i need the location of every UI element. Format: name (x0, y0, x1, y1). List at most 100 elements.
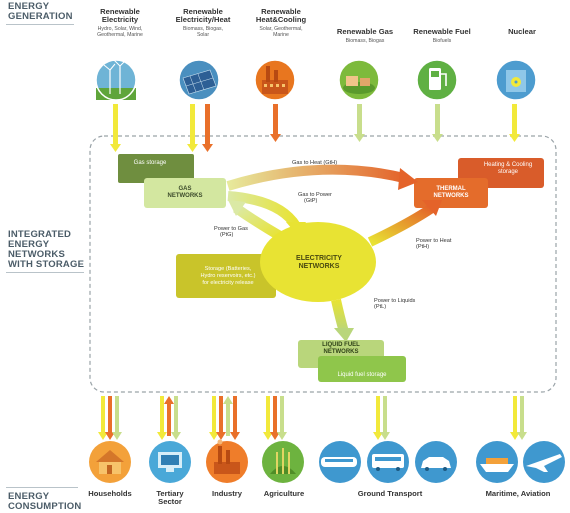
gen-subtitle: Biofuels (397, 38, 487, 44)
gen-title-nuclear: Nuclear (477, 27, 567, 36)
liquid-fuel-storage-label: Liquid fuel storage (337, 371, 387, 378)
divider (6, 272, 84, 273)
gas-storage-label: Gas storage (133, 159, 167, 166)
label-line: (PtH) (416, 244, 430, 251)
label-line: ELECTRICITY (296, 255, 342, 262)
arrow-green (357, 104, 362, 134)
gen-title-renewable-electricity: Renewable Electricity (75, 7, 165, 25)
arrowhead (422, 200, 442, 216)
gen-subtitle: Solar, Geothermal, Marine (236, 26, 326, 38)
label-line: GAS (178, 186, 192, 192)
flow-label-power-to-heat: Power to Heat (PtH) (416, 238, 451, 251)
gen-title-line: Renewable Gas (336, 27, 394, 36)
consumption-icons (89, 439, 565, 483)
section-label-line: WITH STORAGE (8, 259, 85, 270)
gen-title-line: Nuclear (508, 27, 536, 36)
label-line: (PtG) (220, 232, 234, 239)
section-label-line: ENERGY (8, 1, 50, 12)
arrow-power-to-heat (367, 203, 435, 247)
label-line: (PtL) (374, 304, 387, 311)
section-label-line: NETWORKS (8, 249, 66, 260)
flow-label-power-to-liquids: Power to Liquids (PtL) (374, 298, 415, 311)
arrowhead (202, 144, 213, 152)
flow-label-gas-to-power: Gas to Power (GtP) (298, 192, 332, 205)
gas-storage-box (118, 154, 194, 183)
label-line: Tertiary (156, 489, 184, 498)
arrow-gas-to-power (227, 191, 301, 229)
label-line: (GtP) (304, 198, 318, 205)
arrow-yellow (512, 104, 517, 134)
gen-sub-line: Marine (273, 32, 289, 38)
consumption-label-maritime-aviation: Maritime, Aviation (485, 489, 551, 498)
gen-title-line: Renewable (261, 7, 301, 16)
gen-subtitle: Biomass, Biogas, Solar (158, 26, 248, 38)
arrow-gas-to-heat (226, 164, 406, 191)
label-line: Power to Heat (416, 238, 452, 244)
label-line: Storage (Batteries, (204, 265, 252, 272)
label-line: NETWORKS (323, 349, 359, 355)
gen-title-renewable-gas: Renewable Gas (320, 27, 410, 36)
label-line: Power to Gas (214, 226, 248, 232)
label-line: NETWORKS (433, 193, 469, 199)
label-line: for electricity release (202, 279, 254, 286)
consumption-label-ground-transport: Ground Transport (357, 489, 423, 498)
gen-subtitle: Biomass, Biogas (320, 38, 410, 44)
gen-title-line: Renewable (100, 7, 140, 16)
consumption-label-households: Households (88, 489, 132, 498)
gen-title-line: Heat&Cooling (255, 15, 307, 25)
gen-title-line: Electricity (101, 15, 139, 25)
divider (6, 487, 78, 488)
generation-arrows (110, 104, 520, 152)
flow-label-gas-to-heat: Gas to Heat (GtH) (292, 160, 338, 166)
gen-sub-line: Biomass, Biogas (345, 38, 385, 44)
arrowhead (270, 134, 281, 142)
label-line: THERMAL (436, 186, 466, 192)
electricity-storage-label: Storage (Batteries,Hydro reservoirs, etc… (180, 256, 276, 296)
generation-icons (95, 59, 537, 101)
arrowhead (110, 144, 121, 152)
consumption-label-tertiary: Tertiary Sector (144, 489, 196, 507)
gen-sub-line: Solar (196, 32, 210, 38)
label-line: Hydro reservoirs, etc.) (200, 272, 256, 279)
section-label-integrated: INTEGRATED ENERGY NETWORKS WITH STORAGE (8, 230, 84, 270)
gas-networks-box (144, 178, 226, 208)
gen-title-line: Renewable Fuel (413, 27, 471, 36)
flow-label-power-to-gas: Power to Gas (PtG) (214, 226, 248, 239)
consumption-label-industry: Industry (212, 489, 242, 498)
gen-sub-line: Hydro, Solar, Wind, (97, 26, 143, 32)
section-label-consumption: ENERGY CONSUMPTION (8, 492, 81, 512)
gen-sub-line: Solar, Geothermal, (259, 26, 303, 32)
arrow-green (435, 104, 440, 134)
gen-sub-line: Biomass, Biogas, (182, 26, 224, 32)
arrowhead (432, 134, 443, 142)
arrowhead (228, 200, 246, 216)
consumption-label-agriculture: Agriculture (263, 489, 305, 498)
arrowhead (509, 134, 520, 142)
gen-title-line: Renewable (183, 7, 223, 16)
section-label-line: ENERGY (8, 491, 50, 502)
gen-title-renewable-fuel: Renewable Fuel (397, 27, 487, 36)
arrow-orange (205, 104, 210, 144)
section-label-line: INTEGRATED (8, 229, 72, 240)
label-line: storage (497, 169, 518, 175)
section-label-generation: ENERGY GENERATION (8, 2, 73, 22)
consumption-arrows (98, 396, 527, 440)
electricity-storage-box (176, 254, 276, 298)
gen-title-renewable-electricity-heat: Renewable Electricity/Heat (158, 7, 248, 25)
arrowhead (187, 144, 198, 152)
arrow-yellow (113, 104, 118, 144)
gen-title-line: Electricity/Heat (175, 15, 231, 25)
arrowhead (398, 168, 418, 190)
gen-sub-line: Geothermal, Marine (97, 32, 143, 38)
divider (6, 24, 74, 25)
label-line: NETWORKS (167, 193, 203, 199)
liquid-fuel-storage-box (318, 356, 406, 382)
section-label-line: CONSUMPTION (8, 501, 82, 512)
arrowhead (334, 328, 354, 342)
gen-title-renewable-heat-cooling: Renewable Heat&Cooling (236, 7, 326, 25)
arrow-orange (273, 104, 278, 134)
